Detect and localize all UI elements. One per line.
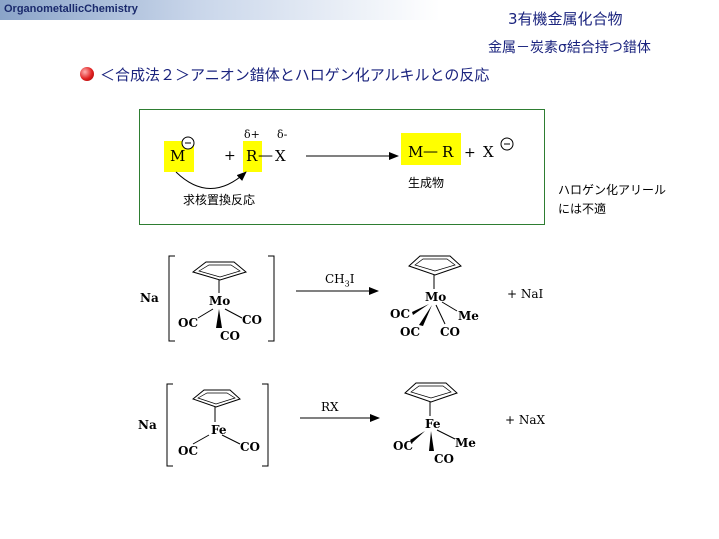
r1-product-oc2: OC	[400, 325, 421, 339]
slide-subtitle: 金属－炭素σ結合持つ錯体	[488, 40, 651, 56]
reactant-metal: M	[170, 147, 186, 165]
alkyl-highlight	[243, 141, 262, 172]
r1-byproduct: + NaI	[507, 287, 544, 301]
nucleophilic-substitution-label: 求核置換反応	[183, 193, 256, 207]
anion-charge-icon	[181, 136, 195, 150]
r2-right-bracket	[262, 383, 269, 467]
r1-ligand-oc: OC	[178, 316, 199, 330]
slide-title: 3有機金属化合物	[508, 10, 623, 28]
r1-ligand-co2: CO	[220, 329, 241, 343]
aryl-note-line1: ハロゲン化アリール	[558, 183, 667, 197]
r2-cyclopentadienyl-ring	[191, 389, 241, 408]
r1-product-co: CO	[440, 325, 461, 339]
r2-left-bracket	[166, 383, 173, 467]
r2-product-co: CO	[434, 452, 455, 466]
r2-product-metal: Fe	[425, 417, 441, 431]
product-label: 生成物	[408, 176, 445, 190]
product-metal: M	[408, 143, 424, 161]
bullet-icon	[80, 67, 94, 81]
halide-anion: X	[483, 143, 494, 161]
plus-sign-product: +	[464, 145, 476, 161]
mr-bond: —	[423, 142, 438, 160]
general-scheme-box	[139, 109, 545, 225]
plus-sign: +	[224, 148, 236, 164]
r2-ligand-oc: OC	[178, 444, 199, 458]
delta-minus-label: δ-	[277, 128, 288, 141]
r2-product-me: Me	[455, 436, 476, 450]
r1-reagent: CH3I	[325, 272, 355, 289]
r1-product-cp-ring	[408, 255, 462, 276]
r1-counter-ion: Na	[140, 291, 159, 305]
r1-product-metal: Mo	[425, 290, 447, 304]
delta-plus-label: δ+	[244, 128, 260, 141]
main-title: ＜合成法２＞アニオン錯体とハロゲン化アルキルとの反応	[100, 66, 490, 84]
r2-counter-ion: Na	[138, 418, 157, 432]
r2-product-cp-ring	[404, 382, 458, 403]
r2-byproduct: + NaX	[505, 413, 546, 427]
r2-product-oc: OC	[393, 439, 414, 453]
r1-cyclopentadienyl-ring	[191, 261, 248, 281]
r2-metal: Fe	[211, 423, 227, 437]
halide-charge-icon	[500, 137, 514, 151]
r2-ligand-co: CO	[240, 440, 261, 454]
r1-ligand-co1: CO	[242, 313, 263, 327]
product-alkyl: R	[442, 143, 454, 161]
nucleophilic-attack-arrow	[175, 171, 247, 189]
r1-left-bracket	[168, 255, 175, 342]
alkyl-symbol: R	[246, 147, 258, 165]
r1-product-me: Me	[458, 309, 479, 323]
aryl-note-line2: には不適	[558, 202, 607, 216]
header-band	[0, 0, 440, 20]
r2-reagent: RX	[321, 400, 339, 414]
rx-bond: —	[258, 146, 273, 164]
r1-product-oc1: OC	[390, 307, 411, 321]
r1-right-bracket	[268, 255, 275, 342]
product-highlight	[401, 133, 461, 165]
r1-metal: Mo	[209, 294, 231, 308]
halide-symbol: X	[275, 147, 286, 165]
course-title: OrganometallicChemistry	[4, 3, 138, 15]
